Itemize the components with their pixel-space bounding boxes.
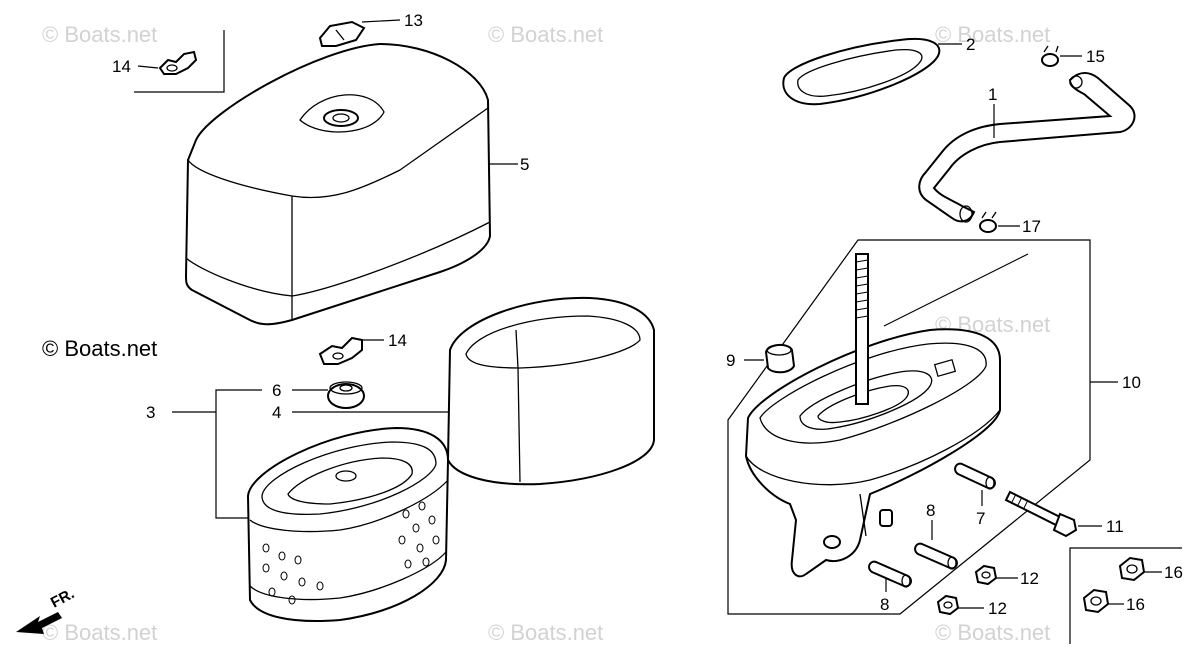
watermark: © Boats.net [42,620,157,645]
bolt-part-11 [1004,490,1078,538]
watermark: © Boats.net [488,620,603,645]
callout-9: 9 [726,351,735,370]
collar-part-9 [764,344,796,374]
callout-8b: 8 [880,595,889,614]
gasket-part-2 [782,38,941,106]
callout-14a: 14 [112,57,131,76]
callout-5: 5 [520,155,529,174]
watermark: © Boats.net [935,22,1050,47]
callout-13: 13 [404,11,423,30]
callout-8a: 8 [926,501,935,520]
nut-part-16-upper [1118,556,1146,582]
callout-3: 3 [146,403,155,422]
watermark: © Boats.net [935,620,1050,645]
callout-7: 7 [976,509,985,528]
foam-prefilter [446,296,655,486]
nut-part-12-lower [936,594,960,616]
callout-4: 4 [272,403,281,422]
callout-11: 11 [1106,517,1124,536]
callout-10: 10 [1122,373,1141,392]
clamp-part-15 [1041,45,1059,67]
callout-16b: 16 [1126,595,1145,614]
paper-filter-element [246,426,450,623]
wing-nut-top [158,50,198,75]
callout-12a: 12 [1020,569,1039,588]
breather-tube [918,72,1136,223]
bracket-10-inner [883,253,1029,327]
watermark: © Boats.net [42,22,157,47]
clip-part-13 [318,20,366,47]
leader-14a [137,65,159,69]
wing-nut-middle [318,336,363,365]
clamp-part-17 [979,211,997,233]
watermark: © Boats.net [488,22,603,47]
air-cleaner-base [744,328,1001,578]
callout-14b: 14 [388,331,407,350]
bracket-3 [215,389,262,519]
nut-part-16-lower [1082,588,1110,614]
tube-part-8-upper [914,542,958,570]
grommet-part-6 [327,381,365,409]
callout-17: 17 [1022,217,1041,236]
air-cleaner-cover [184,42,492,326]
stud-bolt [855,253,869,405]
tube-part-8-lower [868,560,912,588]
bracket-16 [1069,547,1182,644]
callout-6: 6 [272,381,281,400]
leader-13 [361,19,401,23]
bracket-line [134,30,225,93]
callout-16a: 16 [1164,563,1183,582]
brand-label: © Boats.net [42,336,157,361]
callout-12b: 12 [988,599,1007,618]
bracket-10 [727,239,1091,615]
front-direction-arrow [16,612,62,634]
tube-part-7 [954,462,996,490]
callout-1: 1 [988,85,997,104]
front-direction-label: FR. [48,585,77,611]
nut-part-12-upper [974,564,998,586]
callout-15: 15 [1086,47,1105,66]
callout-2: 2 [966,35,975,54]
